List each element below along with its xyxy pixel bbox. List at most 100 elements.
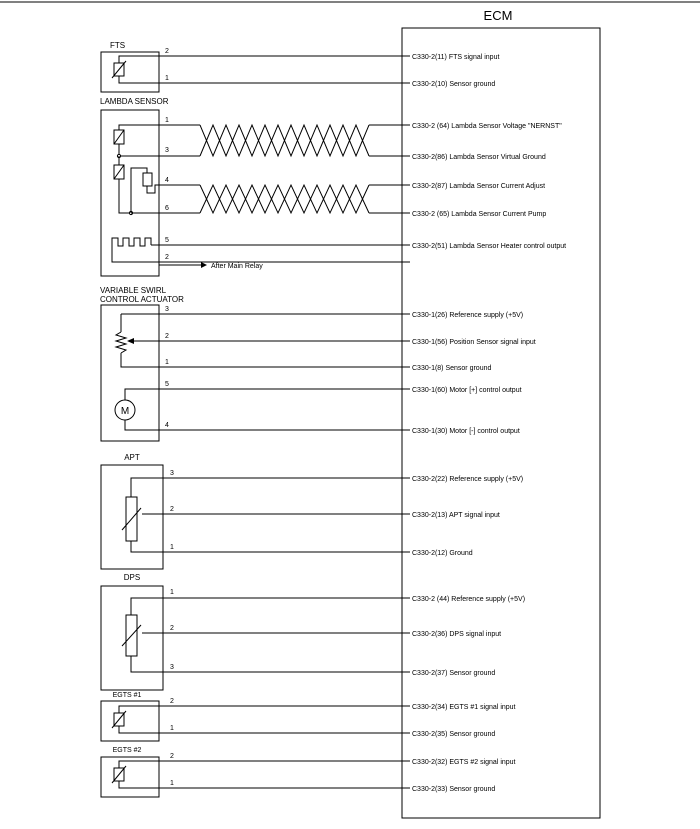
dps-wire-1 bbox=[130, 597, 410, 615]
swirl-wire-1 bbox=[120, 353, 410, 368]
twisted-pair-2b bbox=[199, 183, 370, 215]
egts2-wire-1 bbox=[118, 781, 410, 789]
fts-wire-1 bbox=[118, 76, 410, 84]
apt-label: APT bbox=[124, 453, 140, 462]
apt-wire-1 bbox=[130, 541, 410, 553]
swirl-label-line1: VARIABLE SWIRL bbox=[100, 286, 167, 295]
lambda-sensor: LAMBDA SENSOR 1 3 4 bbox=[100, 97, 566, 277]
lambda-pin-5: 5 bbox=[165, 237, 169, 244]
egts2-pin-2: 2 bbox=[170, 753, 174, 760]
egts2-housing bbox=[100, 756, 160, 798]
lambda-signal-current-adjust: C330-2(87) Lambda Sensor Current Adjust bbox=[412, 183, 545, 190]
lambda-pin-4: 4 bbox=[165, 177, 169, 184]
lambda-pin-6: 6 bbox=[165, 205, 169, 212]
egts2-slash bbox=[111, 765, 127, 784]
lambda-pump-link bbox=[130, 167, 148, 213]
apt-wire-3 bbox=[130, 477, 410, 497]
lambda-cell-2-lead bbox=[118, 179, 131, 214]
dps-slash bbox=[121, 624, 142, 647]
swirl-pin-3: 3 bbox=[165, 306, 169, 313]
wiper-arrow-icon bbox=[127, 338, 134, 344]
apt-sensor: APT 3 2 1 C330-2(22) Reference supply (+… bbox=[100, 453, 523, 570]
apt-pin-3: 3 bbox=[170, 470, 174, 477]
dps-signal-ground: C330-2(37) Sensor ground bbox=[412, 670, 495, 677]
dps-signal-input: C330-2(36) DPS signal input bbox=[412, 631, 501, 638]
lambda-signal-heater: C330-2(51) Lambda Sensor Heater control … bbox=[412, 243, 566, 250]
egts1-sensor: EGTS #1 2 1 C330-2(34) EGTS #1 signal in… bbox=[100, 692, 516, 742]
egts1-signal-input: C330-2(34) EGTS #1 signal input bbox=[412, 704, 516, 711]
fts-signal-input: C330-2(11) FTS signal input bbox=[412, 54, 499, 61]
fts-wire-2 bbox=[118, 55, 410, 63]
egts2-pin-1: 1 bbox=[170, 780, 174, 787]
potentiometer-icon bbox=[114, 331, 128, 354]
apt-signal-input: C330-2(13) APT signal input bbox=[412, 512, 500, 519]
apt-signal-ground: C330-2(12) Ground bbox=[412, 550, 473, 557]
apt-pin-2: 2 bbox=[170, 506, 174, 513]
egts1-pin-2: 2 bbox=[170, 698, 174, 705]
ecm-title: ECM bbox=[484, 8, 513, 23]
after-main-relay: After Main Relay bbox=[211, 263, 263, 270]
swirl-signal-ref: C330-1(26) Reference supply (+5V) bbox=[412, 312, 523, 319]
swirl-pin-4: 4 bbox=[165, 422, 169, 429]
egts2-signal-input: C330-2(32) EGTS #2 signal input bbox=[412, 759, 516, 766]
lambda-cell-2-slash bbox=[113, 164, 125, 180]
swirl-signal-ground: C330-1(8) Sensor ground bbox=[412, 365, 491, 372]
swirl-label-line2: CONTROL ACTUATOR bbox=[100, 295, 184, 304]
lambda-wire-4 bbox=[146, 184, 200, 194]
swirl-signal-motor-plus: C330-1(60) Motor [+] control output bbox=[412, 387, 522, 394]
fts-label: FTS bbox=[110, 41, 125, 50]
twisted-pair-1b bbox=[199, 123, 370, 158]
lambda-housing bbox=[100, 109, 160, 277]
egts2-label: EGTS #2 bbox=[113, 747, 142, 754]
swirl-signal-motor-minus: C330-1(30) Motor [-] control output bbox=[412, 428, 520, 435]
heater-element-icon bbox=[111, 237, 152, 254]
egts1-housing bbox=[100, 700, 160, 742]
apt-pin-1: 1 bbox=[170, 544, 174, 551]
dps-sensor: DPS 1 2 3 C330-2 (44) Reference supply (… bbox=[100, 573, 525, 691]
swirl-signal-position: C330-1(56) Position Sensor signal input bbox=[412, 339, 536, 346]
lambda-pin-1: 1 bbox=[165, 117, 169, 124]
lambda-signal-nernst: C330-2 (64) Lambda Sensor Voltage "NERNS… bbox=[412, 123, 562, 130]
dps-housing bbox=[100, 585, 164, 691]
lambda-wire-2 bbox=[111, 254, 410, 263]
fts-sensor: FTS 2 1 C330-2(11) FTS signal input C330… bbox=[100, 41, 499, 93]
egts1-sensor-ground: C330-2(35) Sensor ground bbox=[412, 731, 495, 738]
egts2-sensor-ground: C330-2(33) Sensor ground bbox=[412, 786, 495, 793]
swirl-pin-1: 1 bbox=[165, 359, 169, 366]
dps-label: DPS bbox=[124, 573, 140, 582]
fts-sensor-ground: C330-2(10) Sensor ground bbox=[412, 81, 495, 88]
dps-pin-1: 1 bbox=[170, 589, 174, 596]
dps-signal-ref: C330-2 (44) Reference supply (+5V) bbox=[412, 596, 525, 603]
lambda-label: LAMBDA SENSOR bbox=[100, 97, 169, 106]
apt-housing bbox=[100, 464, 164, 570]
motor-symbol: M bbox=[121, 406, 129, 417]
egts1-wire-1 bbox=[118, 726, 410, 734]
swirl-wire-4 bbox=[124, 420, 410, 431]
lambda-pump-cell-icon bbox=[142, 172, 153, 187]
swirl-housing bbox=[100, 304, 160, 442]
lambda-wire-1 bbox=[118, 124, 200, 130]
thermistor-slash bbox=[111, 60, 127, 79]
dps-pin-3: 3 bbox=[170, 664, 174, 671]
egts2-wire-2 bbox=[118, 760, 410, 768]
swirl-pin-5: 5 bbox=[165, 381, 169, 388]
lambda-pin-2: 2 bbox=[165, 254, 169, 261]
dps-wire-3 bbox=[130, 656, 410, 673]
egts1-slash bbox=[111, 710, 127, 729]
apt-slash bbox=[121, 507, 142, 531]
fts-pin-1: 1 bbox=[165, 75, 169, 82]
fts-pin-2: 2 bbox=[165, 48, 169, 55]
arrow-right-icon bbox=[201, 262, 207, 268]
lambda-pin-3: 3 bbox=[165, 147, 169, 154]
ecm-box bbox=[401, 27, 601, 819]
egts2-sensor: EGTS #2 2 1 C330-2(32) EGTS #2 signal in… bbox=[100, 747, 516, 798]
egts1-pin-1: 1 bbox=[170, 725, 174, 732]
swirl-pin-2: 2 bbox=[165, 333, 169, 340]
lambda-signal-virtual-ground: C330-2(86) Lambda Sensor Virtual Ground bbox=[412, 154, 546, 161]
swirl-wire-5 bbox=[124, 388, 410, 400]
dps-pin-2: 2 bbox=[170, 625, 174, 632]
lambda-signal-current-pump: C330-2 (65) Lambda Sensor Current Pump bbox=[412, 211, 546, 218]
fts-housing bbox=[100, 51, 160, 93]
swirl-actuator: VARIABLE SWIRL CONTROL ACTUATOR M 3 2 1 … bbox=[100, 286, 536, 442]
